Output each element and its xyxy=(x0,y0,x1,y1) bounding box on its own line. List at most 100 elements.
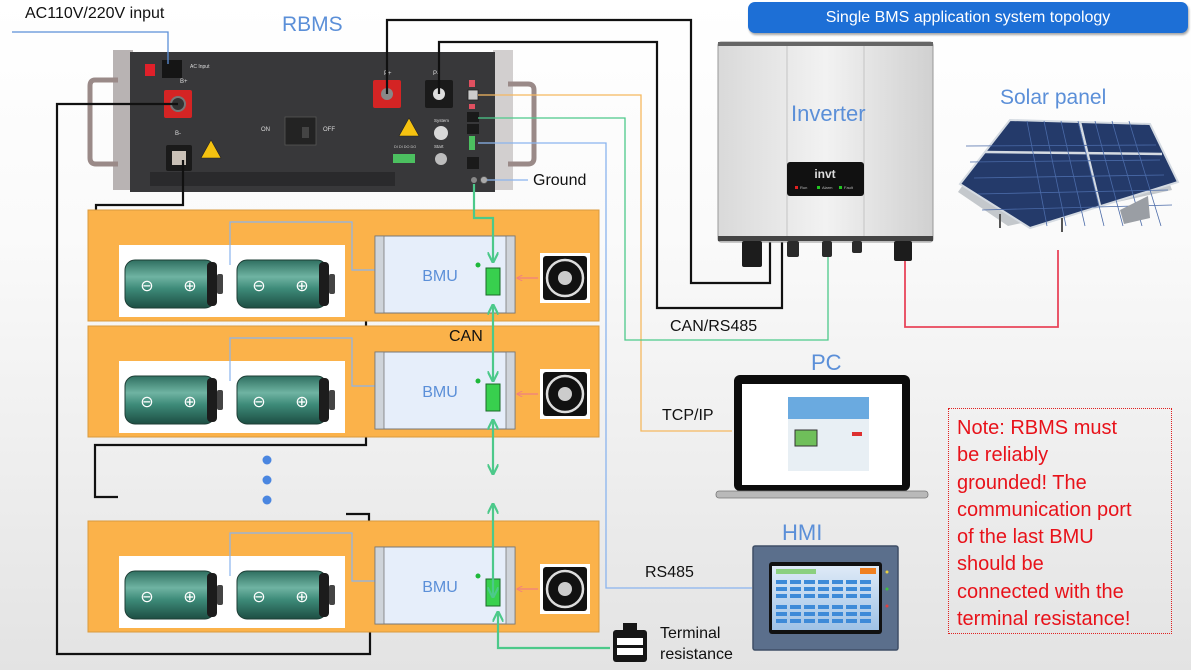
cell-positive-symbol: ⊕ xyxy=(183,587,196,606)
p-minus-label: P- xyxy=(433,71,439,77)
ac-input-wire xyxy=(12,31,169,64)
rbms-right-ear xyxy=(493,50,513,190)
bmu-can-connector xyxy=(485,267,501,296)
battery-cell-icon: ⊖⊕ xyxy=(236,259,335,309)
rbms-title: RBMS xyxy=(282,13,343,36)
battery-cell-icon: ⊖⊕ xyxy=(124,375,223,425)
ac-input-panel-label: AC Input xyxy=(190,64,210,70)
pv-wire xyxy=(904,240,1059,328)
can-bus-rbms-to-bmu1 xyxy=(472,184,493,262)
pc-title: PC xyxy=(811,350,842,375)
solar-panel-icon xyxy=(958,118,1180,232)
solar-panel-title: Solar panel xyxy=(1000,86,1107,109)
bmu-label: BMU xyxy=(422,384,458,401)
inverter-body xyxy=(717,41,934,243)
dio-label: DI DI DO DO xyxy=(394,145,416,149)
battery-module: ⊖⊕⊖⊕BMU xyxy=(87,209,600,322)
fan-icon xyxy=(540,253,590,303)
dio-connector xyxy=(393,154,415,163)
bmu-unit: BMU xyxy=(374,235,516,314)
hmi-panel-icon xyxy=(752,545,899,651)
ellipsis-dot xyxy=(262,495,272,505)
battery-cell-icon: ⊖⊕ xyxy=(124,570,223,620)
system-button[interactable] xyxy=(434,126,448,140)
grounding-note: Note: RBMS must be reliably grounded! Th… xyxy=(948,408,1172,634)
note-line: of the last BMU xyxy=(957,526,1094,549)
rbms-unit: AC Input B+ B- ON OFF P+ P- System DI DI… xyxy=(87,50,537,192)
rbms-right-handle xyxy=(508,81,537,167)
battery-module: ⊖⊕⊖⊕BMU xyxy=(87,325,600,438)
cell-negative-symbol: ⊖ xyxy=(140,392,153,411)
bmu-label: BMU xyxy=(422,579,458,596)
inverter-pv-gland xyxy=(894,241,912,261)
can-rs485-label: CAN/RS485 xyxy=(670,318,758,335)
inverter-led-label: Alarm xyxy=(822,185,833,190)
bmu-can-port xyxy=(467,157,479,169)
ethernet-port xyxy=(467,89,479,101)
tcp-ip-wire xyxy=(478,94,732,432)
cell-positive-symbol: ⊕ xyxy=(295,276,308,295)
balance-wire xyxy=(229,337,384,386)
balance-wire xyxy=(229,532,384,581)
rbms-left-handle xyxy=(87,77,118,167)
can-label: CAN xyxy=(449,328,483,345)
b-minus-label: B- xyxy=(175,131,181,137)
battery-cell-icon: ⊖⊕ xyxy=(236,375,335,425)
ground-terminal xyxy=(480,176,488,184)
ac-input-socket xyxy=(162,60,182,78)
note-line: communication port xyxy=(957,498,1132,521)
ac-power-switch[interactable] xyxy=(145,64,155,76)
rs485-wire xyxy=(478,142,752,589)
pc-laptop-icon xyxy=(715,375,929,499)
note-line: terminal resistance! xyxy=(957,608,1131,631)
inverter: invt Run Alarm Fault xyxy=(717,41,934,267)
rs485-label: RS485 xyxy=(645,564,694,581)
can-port-in xyxy=(467,112,479,122)
switch-off-label: OFF xyxy=(323,127,335,133)
p-minus-wire xyxy=(437,40,784,310)
switch-on-label: ON xyxy=(261,127,270,133)
inverter-led xyxy=(839,186,842,189)
bmu-can-connector xyxy=(485,383,501,412)
inverter-led xyxy=(817,186,820,189)
warning-icon xyxy=(200,139,222,159)
note-line: grounded! The xyxy=(957,471,1087,494)
note-line: Note: RBMS must xyxy=(957,417,1118,439)
bmu-status-led xyxy=(475,573,481,579)
inverter-display xyxy=(787,162,864,196)
cell-negative-symbol: ⊖ xyxy=(252,587,265,606)
start-button[interactable] xyxy=(435,153,447,165)
battery-cell-icon: ⊖⊕ xyxy=(236,570,335,620)
inverter-led xyxy=(795,186,798,189)
cell-negative-symbol: ⊖ xyxy=(252,276,265,295)
ellipsis-dot xyxy=(262,455,272,465)
inverter-led-label: Run xyxy=(800,185,807,190)
note-line: should be xyxy=(957,553,1044,576)
main-breaker[interactable] xyxy=(284,116,317,146)
system-label: System xyxy=(434,118,449,123)
terminal-resistance-icon xyxy=(613,623,647,662)
warning-icon xyxy=(398,117,420,137)
cell-positive-symbol: ⊕ xyxy=(295,392,308,411)
diagram-title-banner: Single BMS application system topology xyxy=(748,2,1188,33)
tcp-ip-label: TCP/IP xyxy=(662,407,714,424)
terminal-resistance-line2: resistance xyxy=(660,646,733,663)
cell-positive-symbol: ⊕ xyxy=(183,276,196,295)
bmu-label: BMU xyxy=(422,268,458,285)
note-line: be reliably xyxy=(957,444,1049,467)
rbms-vent xyxy=(150,172,395,186)
can-bus xyxy=(472,184,610,650)
bmu-status-led xyxy=(475,262,481,268)
bmu-status-led xyxy=(475,378,481,384)
inverter-title: Inverter xyxy=(791,101,866,126)
ellipsis-dot xyxy=(262,475,272,485)
hmi-title: HMI xyxy=(782,520,823,545)
cell-positive-symbol: ⊕ xyxy=(183,392,196,411)
cell-negative-symbol: ⊖ xyxy=(140,587,153,606)
can-port-out xyxy=(467,124,479,134)
terminal-resistance-label: Terminal resistance xyxy=(660,623,733,665)
terminal-resistance-line1: Terminal xyxy=(660,625,721,642)
inverter-brand: invt xyxy=(814,167,835,181)
inverter-led-label: Fault xyxy=(844,185,854,190)
